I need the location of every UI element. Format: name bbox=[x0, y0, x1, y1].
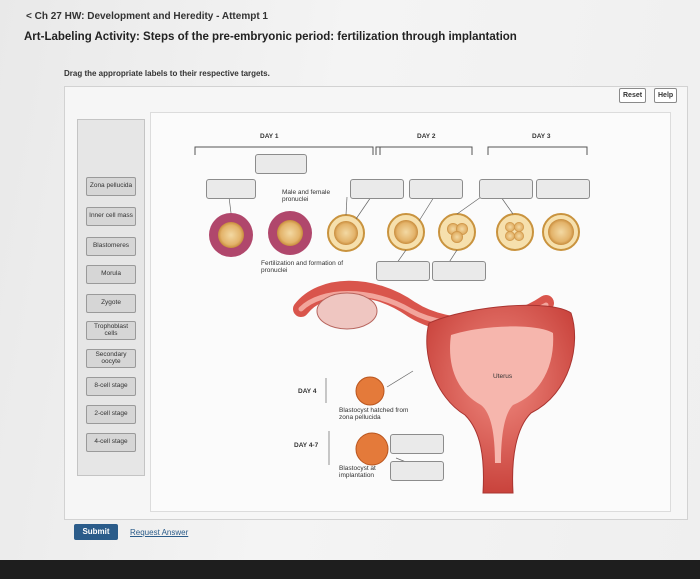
diagram-illustration bbox=[194, 146, 588, 494]
uterus-shape bbox=[426, 304, 576, 494]
help-button[interactable]: Help bbox=[654, 88, 678, 103]
label-chip-4-cell-stage[interactable]: 4-cell stage bbox=[86, 433, 136, 452]
instructions-text: Drag the appropriate labels to their res… bbox=[64, 69, 270, 78]
blastocyst-hatched-label: Blastocyst hatched from zona pellucida bbox=[339, 407, 409, 422]
label-chip-trophoblast-cells[interactable]: Trophoblast cells bbox=[86, 321, 136, 340]
label-chip-8-cell-stage[interactable]: 8-cell stage bbox=[86, 377, 136, 396]
submit-button[interactable]: Submit bbox=[74, 524, 118, 540]
fertilization-label: Fertilization and formation of pronuclei bbox=[261, 260, 344, 275]
pronuclei-label: Male and female pronuclei bbox=[282, 189, 331, 204]
label-chip-2-cell-stage[interactable]: 2-cell stage bbox=[86, 405, 136, 424]
drop-target-2[interactable] bbox=[255, 154, 307, 174]
label-bank: Zona pellucida Inner cell mass Blastomer… bbox=[77, 119, 145, 476]
drop-target-8[interactable] bbox=[432, 261, 486, 281]
uterus-label: Uterus bbox=[493, 373, 513, 380]
drop-target-6[interactable] bbox=[536, 179, 590, 199]
drop-target-4[interactable] bbox=[409, 179, 463, 199]
drop-target-3[interactable] bbox=[350, 179, 404, 199]
embryo-stages bbox=[209, 211, 580, 466]
screen: < Ch 27 HW: Development and Heredity - A… bbox=[0, 0, 700, 560]
day-4-7-label: DAY 4-7 bbox=[294, 442, 319, 449]
drop-target-1[interactable] bbox=[206, 179, 256, 199]
request-answer-link[interactable]: Request Answer bbox=[130, 528, 189, 537]
drop-target-7[interactable] bbox=[376, 261, 430, 281]
drop-target-9[interactable] bbox=[390, 434, 444, 454]
drop-target-5[interactable] bbox=[479, 179, 533, 199]
day-3-label: DAY 3 bbox=[532, 133, 551, 140]
label-chip-zona-pellucida[interactable]: Zona pellucida bbox=[86, 177, 136, 196]
label-chip-secondary-oocyte[interactable]: Secondary oocyte bbox=[86, 349, 136, 368]
ovary-shape bbox=[316, 292, 378, 330]
day-1-label: DAY 1 bbox=[260, 133, 279, 140]
label-chip-blastomeres[interactable]: Blastomeres bbox=[86, 237, 136, 256]
day-4-label: DAY 4 bbox=[298, 388, 317, 395]
breadcrumb[interactable]: < Ch 27 HW: Development and Heredity - A… bbox=[26, 11, 268, 22]
label-chip-morula[interactable]: Morula bbox=[86, 265, 136, 284]
blastocyst-implantation-label: Blastocyst at implantation bbox=[339, 465, 376, 480]
day-brackets bbox=[194, 146, 588, 155]
drop-target-10[interactable] bbox=[390, 461, 444, 481]
diagram-area: DAY 1 DAY 2 DAY 3 DAY 4 DAY 4-7 Male and… bbox=[150, 112, 671, 512]
reset-button[interactable]: Reset bbox=[619, 88, 647, 103]
label-chip-zygote[interactable]: Zygote bbox=[86, 294, 136, 313]
label-chip-inner-cell-mass[interactable]: Inner cell mass bbox=[86, 207, 136, 226]
page-title: Art-Labeling Activity: Steps of the pre-… bbox=[24, 31, 517, 43]
day-2-label: DAY 2 bbox=[417, 133, 436, 140]
